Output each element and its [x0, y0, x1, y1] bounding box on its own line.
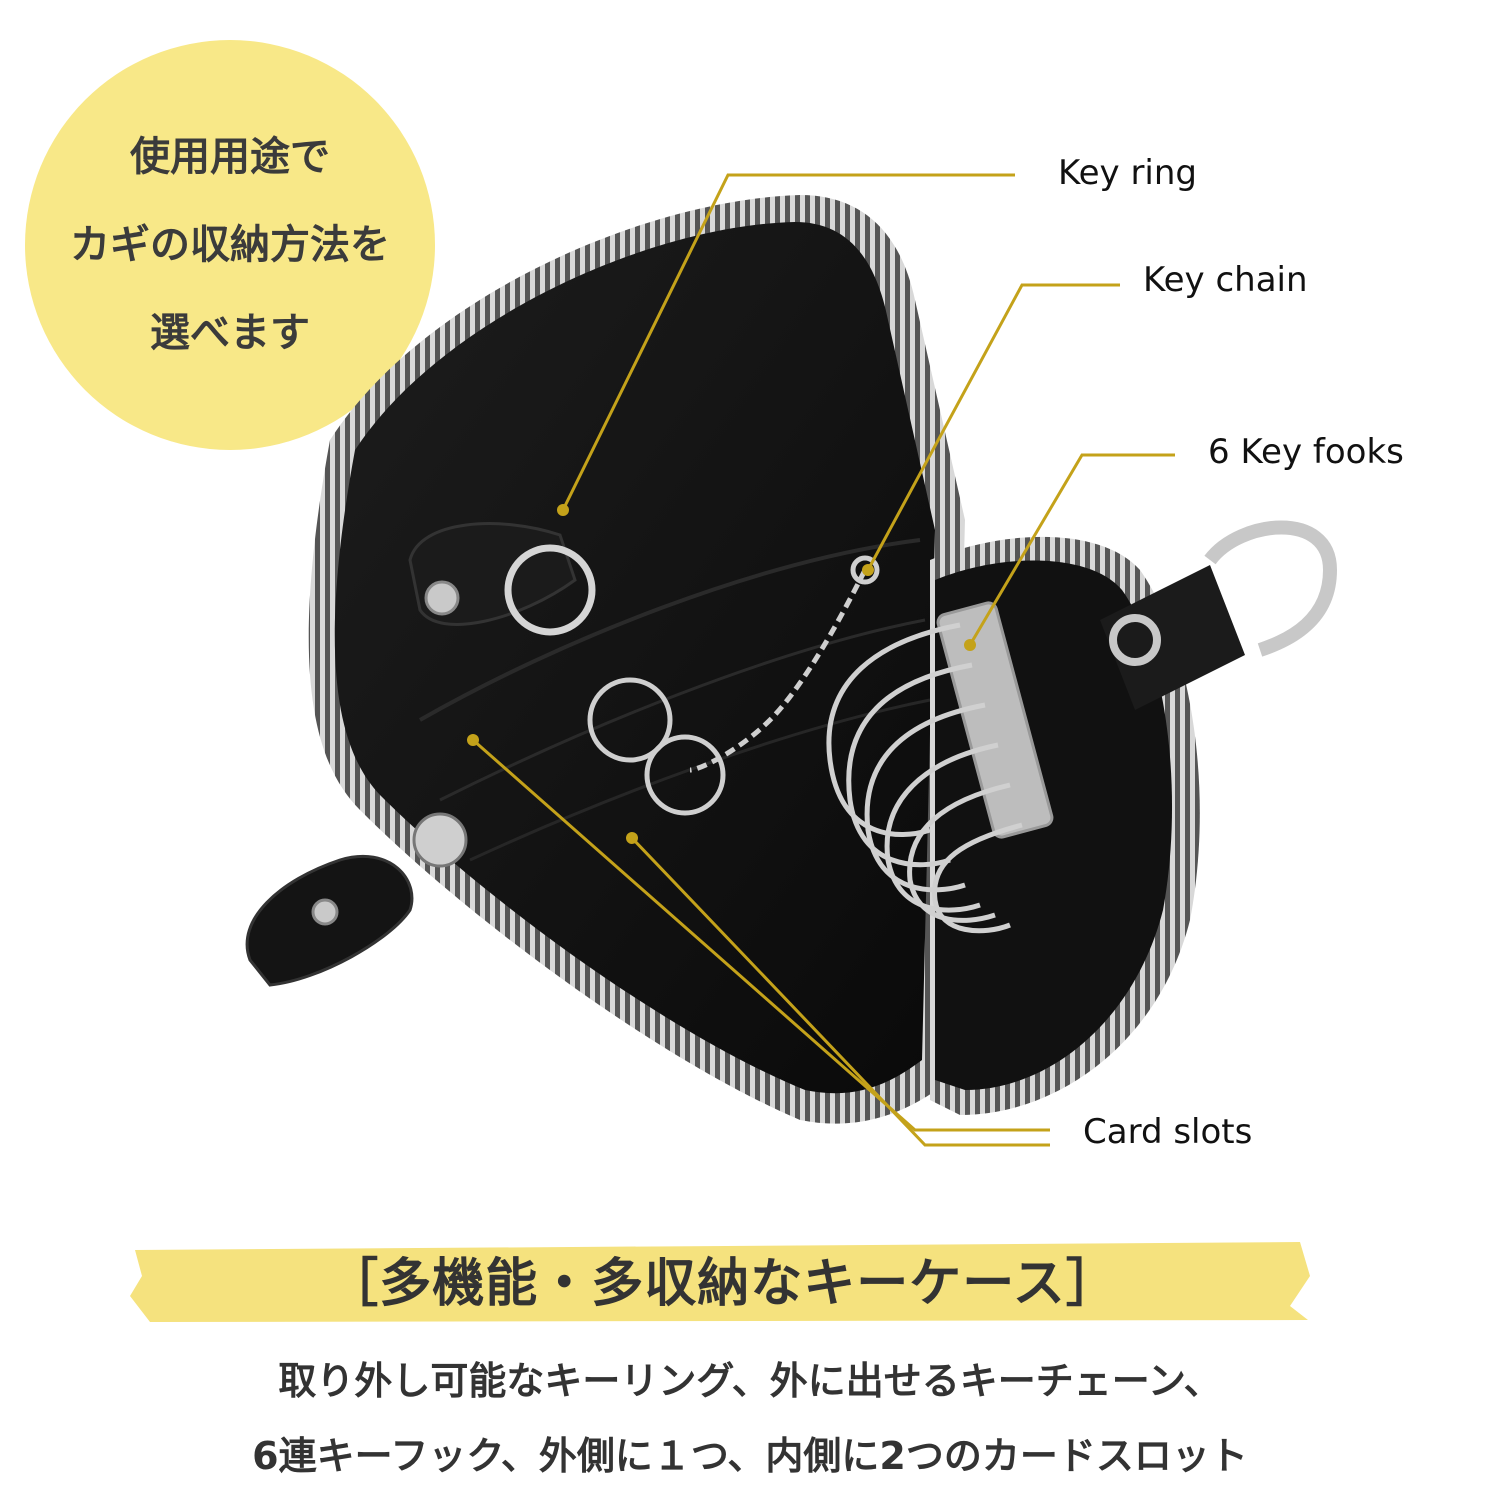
- callout-card-slot-line-1: [472, 738, 1050, 1132]
- lobster-clasp: [1100, 520, 1338, 710]
- callout-key-ring-label: Key ring: [1058, 153, 1198, 193]
- callout-key-chain-label: Key chain: [1143, 260, 1308, 300]
- callout-key-ring-dot: [557, 504, 569, 516]
- title-banner: ［多機能・多収納なキーケース］: [130, 1232, 1315, 1324]
- key-ring-tab: [408, 522, 596, 636]
- page-title: ［多機能・多収納なキーケース］: [326, 1253, 1119, 1314]
- callout-lines: [467, 173, 1175, 1147]
- feature-badge: 使用用途で カギの収納方法を 選べます: [25, 40, 435, 450]
- callout-key-hooks-label: 6 Key fooks: [1208, 432, 1404, 472]
- badge-line-2: カギの収納方法を: [70, 222, 390, 268]
- badge-line-3: 選べます: [150, 310, 310, 356]
- callout-hooks-dot: [964, 639, 976, 651]
- description-line-1: 取り外し可能なキーリング、外に出せるキーチェーン、: [278, 1359, 1222, 1403]
- brush-highlight: [130, 1242, 1310, 1322]
- badge-line-1: 使用用途で: [130, 134, 330, 180]
- callout-card-slot-line-2: [630, 836, 1050, 1147]
- description-line-2: 6連キーフック、外側に１つ、内側に2つのカードスロット: [252, 1434, 1248, 1478]
- zipper-pull: [245, 812, 468, 987]
- left-panel: [308, 195, 966, 1124]
- callout-card-slots-label: Card slots: [1083, 1112, 1253, 1152]
- callout-key-chain-line: [866, 283, 1120, 571]
- callout-key-chain-dot: [862, 564, 874, 576]
- callout-key-ring-line: [561, 173, 1015, 511]
- key-hooks: [826, 601, 1054, 934]
- key-chain: [587, 555, 880, 816]
- callout-hooks-line: [968, 453, 1175, 646]
